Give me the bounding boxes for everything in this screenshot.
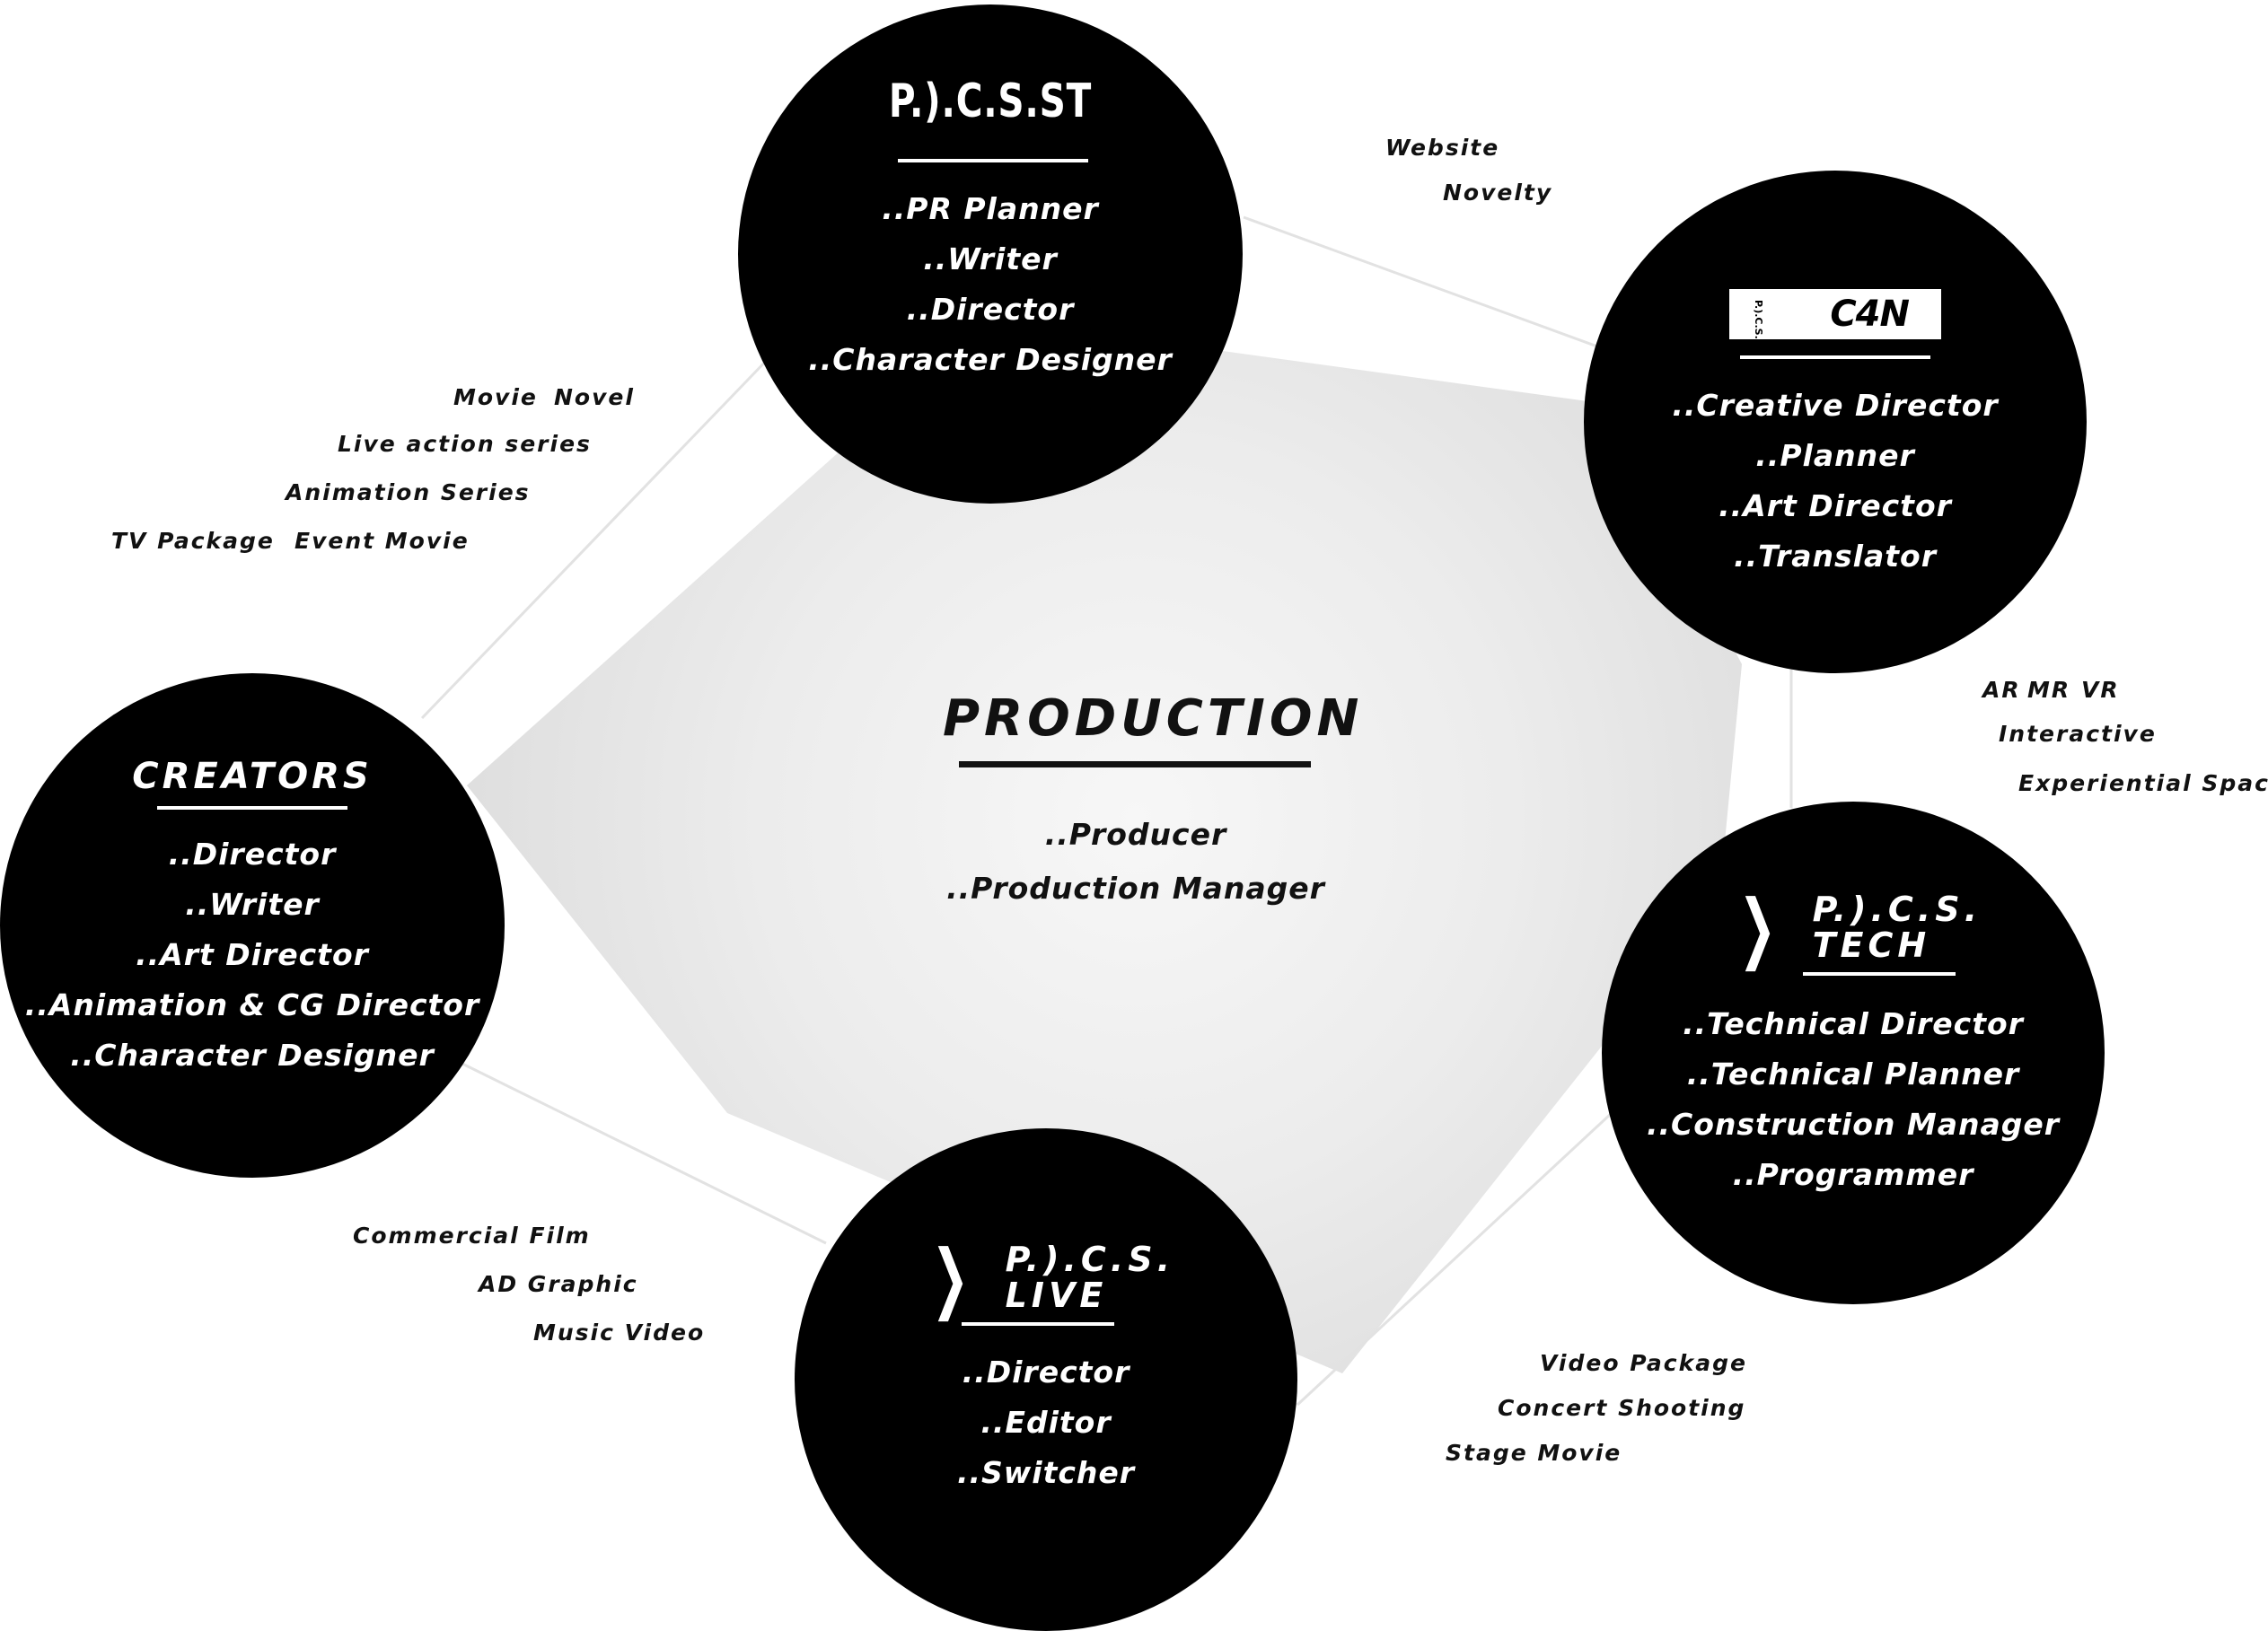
pics-tech-logo: ❯ P.).C.S. TECH <box>1602 883 2105 971</box>
production-title: PRODUCTION <box>943 689 1364 748</box>
label-experiential-space: Experiential Space <box>2018 770 2268 796</box>
pics-c4n-logo-small: P.).C.S. <box>1753 300 1764 339</box>
creators-role: ..Director <box>168 837 337 872</box>
pics-c4n-role-list: ..Creative Director ..Planner ..Art Dire… <box>1584 381 2087 582</box>
label-novelty: Novelty <box>1443 180 1553 206</box>
label-movie: Movie <box>453 384 538 410</box>
label-ad-graphic: AD Graphic <box>479 1271 638 1297</box>
pics-tech-role: ..Construction Manager <box>1646 1107 2061 1142</box>
pics-live-chevron-icon: ❯ <box>931 1233 972 1321</box>
pics-live-role: ..Editor <box>980 1405 1112 1440</box>
pics-live-logo-underline <box>962 1322 1114 1326</box>
pics-c4n-logo-underline <box>1740 355 1930 359</box>
pics-c4n-logo-box: P.).C.S. C4N <box>1729 289 1941 339</box>
pics-tech-logo-underline <box>1803 972 1956 976</box>
production-role-list: ..Producer ..Production Manager <box>907 808 1365 916</box>
pics-tech-role: ..Technical Planner <box>1686 1057 2020 1092</box>
label-video-package: Video Package <box>1540 1350 1747 1376</box>
label-live-action-series: Live action series <box>338 431 592 457</box>
label-commercial-film: Commercial Film <box>353 1223 591 1249</box>
pics-st-role-list: ..PR Planner ..Writer ..Director ..Chara… <box>738 184 1243 385</box>
creators-role: ..Art Director <box>136 937 369 972</box>
pics-c4n-logo-main: C4N <box>1830 294 1910 335</box>
pics-c4n-node: P.).C.S. C4N ..Creative Director ..Plann… <box>1584 171 2087 673</box>
pics-st-role: ..PR Planner <box>882 191 1099 226</box>
label-mr: MR <box>2027 677 2071 703</box>
pics-live-node: ❯ P.).C.S. LIVE ..Director ..Editor ..Sw… <box>795 1128 1297 1631</box>
pics-tech-role: ..Technical Director <box>1683 1006 2024 1041</box>
pics-live-role-list: ..Director ..Editor ..Switcher <box>795 1347 1297 1498</box>
pics-live-logo: ❯ P.).C.S. LIVE <box>795 1233 1297 1321</box>
connector-st-c4n <box>1243 215 1608 352</box>
production-role: ..Production Manager <box>946 871 1325 906</box>
pics-tech-logo-line2: TECH <box>1812 925 1931 965</box>
label-event-movie: Event Movie <box>294 528 470 554</box>
label-music-video: Music Video <box>533 1320 706 1346</box>
creators-role: ..Animation & CG Director <box>24 987 480 1022</box>
pics-tech-node: ❯ P.).C.S. TECH ..Technical Director ..T… <box>1602 802 2105 1304</box>
creators-role-list: ..Director ..Writer ..Art Director ..Ani… <box>0 829 505 1081</box>
pics-tech-chevron-icon: ❯ <box>1738 883 1780 971</box>
pics-st-role: ..Character Designer <box>808 342 1173 377</box>
pics-c4n-role: ..Planner <box>1755 438 1915 473</box>
pics-c4n-role: ..Translator <box>1734 539 1937 574</box>
pics-tech-role: ..Programmer <box>1732 1157 1974 1192</box>
pics-live-logo-line2: LIVE <box>1005 1276 1108 1315</box>
connector-creators-st <box>420 353 774 720</box>
pics-live-logo-line1: P.).C.S. <box>1005 1240 1175 1279</box>
pics-st-logo: P.).C.S.ST <box>888 75 1093 128</box>
label-interactive: Interactive <box>1999 721 2157 747</box>
label-concert-shooting: Concert Shooting <box>1498 1395 1746 1421</box>
pics-st-role: ..Director <box>906 292 1075 327</box>
label-tv-package: TV Package <box>111 528 275 554</box>
label-vr: VR <box>2081 677 2120 703</box>
creators-role: ..Writer <box>185 887 320 922</box>
pics-c4n-role: ..Art Director <box>1719 488 1952 523</box>
label-ar: AR <box>1982 677 2021 703</box>
production-hexagon <box>467 319 1742 1373</box>
creators-logo-underline <box>157 806 347 810</box>
pics-tech-role-list: ..Technical Director ..Technical Planner… <box>1602 999 2105 1200</box>
label-website: Website <box>1385 135 1500 161</box>
creators-node: CREATORS ..Director ..Writer ..Art Direc… <box>0 673 505 1178</box>
pics-st-role: ..Writer <box>923 241 1058 276</box>
label-animation-series: Animation Series <box>286 479 531 505</box>
pics-st-node: P.).C.S.ST ..PR Planner ..Writer ..Direc… <box>738 4 1243 504</box>
pics-c4n-logo: P.).C.S. C4N <box>1584 289 2087 339</box>
pics-st-logo-underline <box>898 159 1088 162</box>
pics-c4n-role: ..Creative Director <box>1672 388 1999 423</box>
pics-live-role: ..Switcher <box>956 1455 1136 1490</box>
connector-creators-live <box>462 1062 827 1245</box>
label-novel: Novel <box>554 384 635 410</box>
production-role: ..Producer <box>1044 817 1227 852</box>
production-title-underline <box>959 761 1311 767</box>
creators-role: ..Character Designer <box>70 1038 435 1073</box>
label-stage-movie: Stage Movie <box>1446 1440 1622 1466</box>
pics-tech-logo-line1: P.).C.S. <box>1812 890 1982 929</box>
creators-logo: CREATORS <box>132 756 373 797</box>
connector-live-tech <box>1296 1111 1613 1407</box>
pics-live-role: ..Director <box>962 1355 1130 1390</box>
